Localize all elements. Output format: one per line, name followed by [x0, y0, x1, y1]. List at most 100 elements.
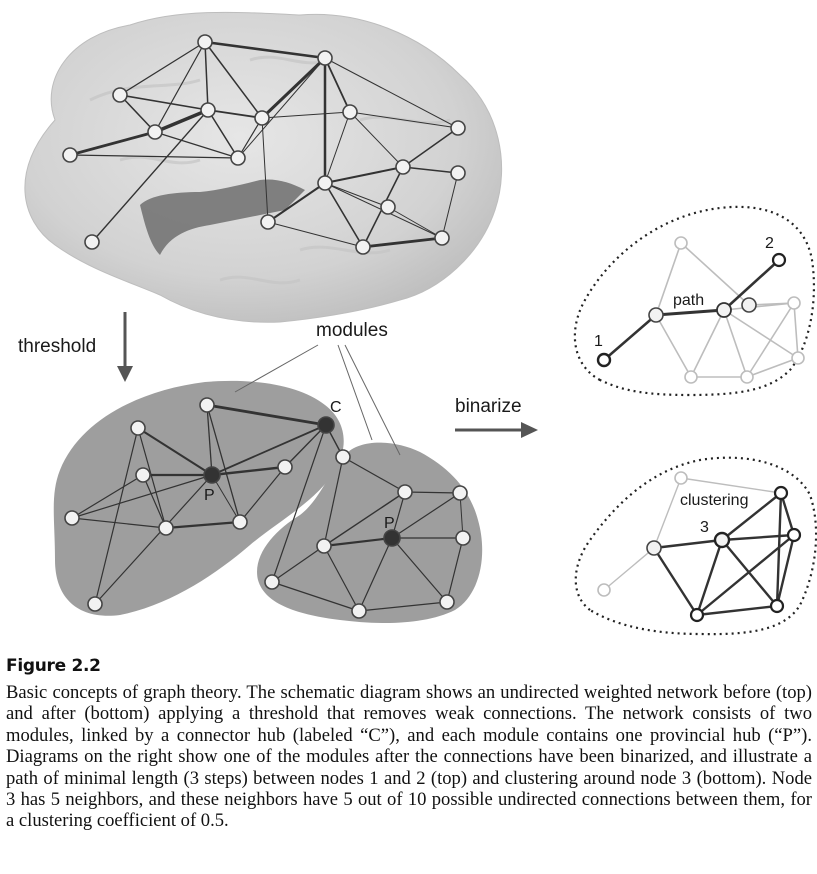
path-node — [791, 351, 805, 365]
brain-node — [317, 175, 333, 191]
clustering-edge — [775, 533, 796, 608]
module-edge — [94, 427, 139, 605]
path-edge — [655, 242, 682, 316]
brain-edge — [349, 111, 404, 168]
clustering-label: clustering — [680, 492, 748, 509]
clustering-node — [773, 485, 789, 501]
binarize-label: binarize — [455, 396, 522, 417]
brain-edge — [237, 57, 326, 159]
brain-node — [62, 147, 78, 163]
module-node — [203, 466, 221, 484]
module-edge — [323, 491, 406, 547]
brain-edge — [361, 236, 444, 249]
brain-edge — [349, 111, 459, 129]
brain-shape — [24, 11, 503, 323]
module-edge — [404, 491, 461, 494]
brain-edge — [204, 41, 209, 111]
modules-label: modules — [316, 320, 388, 341]
path-edge — [602, 313, 658, 362]
module-edge — [271, 545, 325, 583]
module-node — [439, 594, 455, 610]
clustering-module-outline — [574, 456, 817, 636]
brain-node — [395, 159, 411, 175]
brain-edge — [267, 182, 326, 223]
brain-node — [317, 50, 333, 66]
brain-node — [450, 120, 466, 136]
path-node — [787, 296, 801, 310]
clustering-edge — [653, 477, 682, 549]
path-node — [771, 252, 787, 268]
brain-edge — [387, 206, 443, 239]
module-node — [316, 538, 332, 554]
brain-edge — [154, 131, 239, 159]
brain-node — [197, 34, 213, 50]
clustering-edge — [652, 546, 699, 617]
module-node — [351, 603, 367, 619]
brain-edge — [324, 182, 389, 208]
module-node — [158, 520, 174, 536]
path-node — [716, 302, 732, 318]
module-edge — [206, 404, 241, 523]
figure-caption: Figure 2.2 Basic concepts of graph theor… — [6, 656, 812, 832]
module-node — [455, 530, 471, 546]
module-edge — [206, 404, 213, 476]
brain-edge — [260, 56, 327, 120]
module-edge — [271, 581, 360, 612]
module-node — [87, 596, 103, 612]
path-edge — [655, 314, 692, 378]
clustering-edge — [695, 538, 724, 617]
brain-node — [84, 234, 100, 250]
path-node — [674, 236, 688, 250]
module-edge — [211, 424, 327, 476]
module-node — [335, 449, 351, 465]
module-edge — [239, 466, 286, 523]
clustering-node — [689, 607, 705, 623]
module-edge — [211, 474, 241, 523]
path-node — [596, 352, 612, 368]
clustering-edge — [775, 491, 783, 608]
path-module-outline — [573, 205, 815, 397]
figure-title: Figure 2.2 — [6, 656, 101, 676]
module-edge — [137, 427, 167, 529]
module-edge — [205, 403, 328, 427]
brain-edge — [324, 182, 364, 248]
path-node-2-label: 2 — [765, 235, 774, 252]
brain-node — [147, 124, 163, 140]
module-edge — [358, 537, 393, 612]
path-label: path — [673, 292, 704, 309]
threshold-arrow — [117, 312, 133, 382]
brain-edges — [68, 40, 459, 249]
module-nodes — [64, 397, 471, 619]
module-node — [130, 420, 146, 436]
graph-theory-diagram: threshold modules C P P binarize path 1 … — [18, 11, 817, 636]
clustering-node-3-label: 3 — [700, 519, 709, 536]
brain-node — [254, 110, 270, 126]
brain-edge — [324, 57, 351, 113]
threshold-label: threshold — [18, 336, 96, 357]
clustering-edge — [695, 604, 779, 617]
clustering-node — [769, 598, 785, 614]
module-edge — [94, 474, 213, 605]
brain-node — [355, 239, 371, 255]
brain-edge — [261, 117, 269, 223]
binarize-arrow — [455, 422, 538, 438]
module-node — [383, 529, 401, 547]
clustering-diagram — [574, 456, 817, 636]
brain-edge — [324, 166, 404, 184]
clustering-node — [674, 471, 688, 485]
module-edge — [342, 456, 406, 493]
provincial-hub-label-right: P — [384, 515, 395, 532]
module-node — [452, 485, 468, 501]
module-edge — [142, 474, 167, 529]
path-node — [648, 307, 664, 323]
module-edge — [358, 601, 448, 612]
clustering-edge — [720, 533, 796, 542]
brain-node — [380, 199, 396, 215]
path-edge — [690, 309, 725, 378]
brain-network — [24, 11, 503, 323]
path-node — [684, 370, 698, 384]
brain-edge — [324, 57, 459, 129]
brain-edge — [402, 166, 459, 174]
brain-node — [230, 150, 246, 166]
clustering-edge — [603, 547, 655, 591]
